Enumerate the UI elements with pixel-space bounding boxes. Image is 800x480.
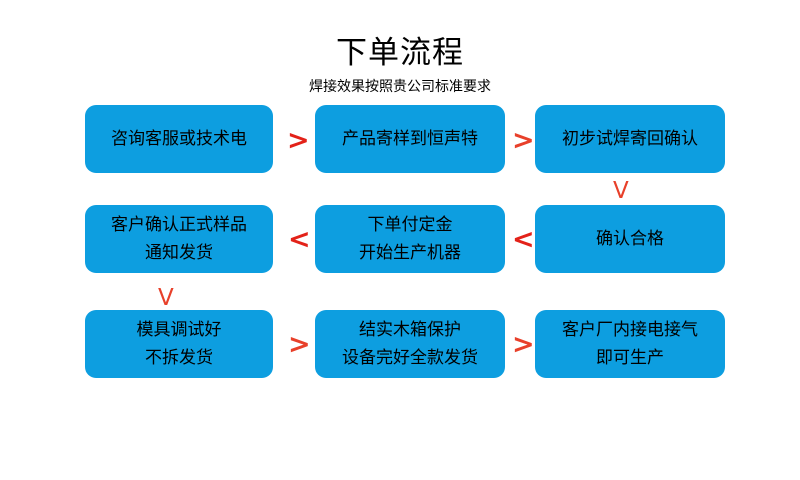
arrow-left-icon-r2-3to2: < bbox=[512, 224, 535, 255]
arrow-down-icon-right: V bbox=[613, 178, 629, 204]
flow-node-step-3[interactable]: 初步试焊寄回确认 bbox=[535, 105, 725, 173]
flow-node-step-5[interactable]: 下单付定金 开始生产机器 bbox=[315, 205, 505, 273]
page-title: 下单流程 bbox=[336, 35, 464, 71]
flow-node-step-4[interactable]: 确认合格 bbox=[535, 205, 725, 273]
flow-node-label: 客户确认正式样品 bbox=[111, 214, 247, 235]
flow-node-step-1[interactable]: 咨询客服或技术电 bbox=[85, 105, 273, 173]
arrow-right-icon-r3-1to2: > bbox=[288, 329, 311, 360]
flow-node-label: 确认合格 bbox=[596, 228, 664, 249]
flow-node-label: 产品寄样到恒声特 bbox=[342, 128, 478, 149]
flow-node-label: 即可生产 bbox=[596, 347, 664, 368]
flow-node-step-6[interactable]: 客户确认正式样品 通知发货 bbox=[85, 205, 273, 273]
flow-node-step-8[interactable]: 结实木箱保护 设备完好全款发货 bbox=[315, 310, 505, 378]
flow-node-step-7[interactable]: 模具调试好 不拆发货 bbox=[85, 310, 273, 378]
flow-node-step-9[interactable]: 客户厂内接电接气 即可生产 bbox=[535, 310, 725, 378]
arrow-right-icon-r1-2to3: > bbox=[512, 125, 535, 156]
flow-node-label: 通知发货 bbox=[145, 242, 213, 263]
flow-node-label: 初步试焊寄回确认 bbox=[562, 128, 698, 149]
arrow-left-icon-r2-2to1: < bbox=[288, 224, 311, 255]
page-subtitle: 焊接效果按照贵公司标准要求 bbox=[309, 79, 491, 95]
flow-node-label: 结实木箱保护 bbox=[359, 319, 461, 340]
flow-node-label: 设备完好全款发货 bbox=[342, 347, 478, 368]
flow-node-step-2[interactable]: 产品寄样到恒声特 bbox=[315, 105, 505, 173]
flow-node-label: 不拆发货 bbox=[145, 347, 213, 368]
flow-node-label: 下单付定金 bbox=[367, 214, 453, 235]
arrow-right-icon-r1-1to2: > bbox=[287, 125, 310, 156]
flow-node-label: 开始生产机器 bbox=[359, 242, 461, 263]
flow-node-label: 模具调试好 bbox=[136, 319, 222, 340]
flow-node-label: 客户厂内接电接气 bbox=[562, 319, 698, 340]
arrow-down-icon-left: V bbox=[158, 285, 174, 311]
arrow-right-icon-r3-2to3: > bbox=[512, 329, 535, 360]
flow-node-label: 咨询客服或技术电 bbox=[111, 128, 247, 149]
